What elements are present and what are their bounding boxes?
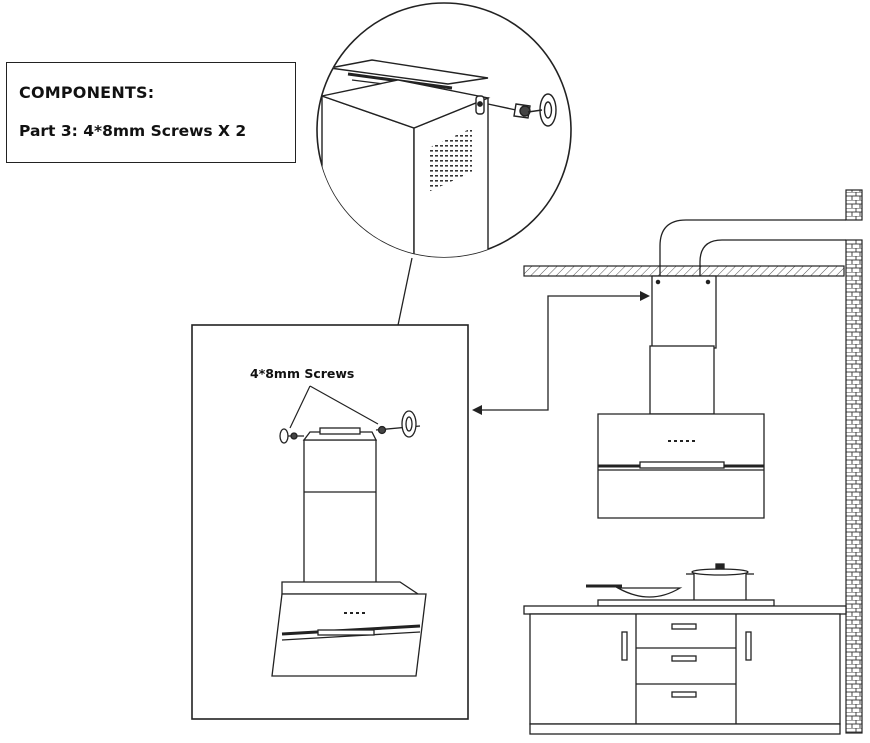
brick-wall-top — [845, 189, 863, 221]
hood-assembly-detail — [271, 410, 427, 677]
screw-left-icon — [279, 428, 304, 444]
screw-detail-icon — [487, 93, 557, 127]
exhaust-duct — [659, 219, 846, 276]
arrow-right-icon — [640, 291, 650, 301]
components-part-3: Part 3: 4*8mm Screws X 2 — [19, 122, 247, 140]
components-box: COMPONENTS: Part 3: 4*8mm Screws X 2 — [6, 62, 296, 163]
screw-right-icon — [375, 410, 421, 438]
cookware — [586, 563, 775, 607]
ceiling-slab — [523, 265, 845, 277]
kitchen-cabinet — [523, 605, 847, 735]
screw-label: 4*8mm Screws — [250, 366, 355, 381]
magnified-detail — [316, 2, 572, 258]
arrow-left-icon — [472, 405, 482, 415]
brick-wall — [845, 239, 863, 734]
components-title: COMPONENTS: — [19, 83, 155, 102]
installed-hood — [597, 275, 765, 519]
connector-arrow — [478, 295, 646, 411]
